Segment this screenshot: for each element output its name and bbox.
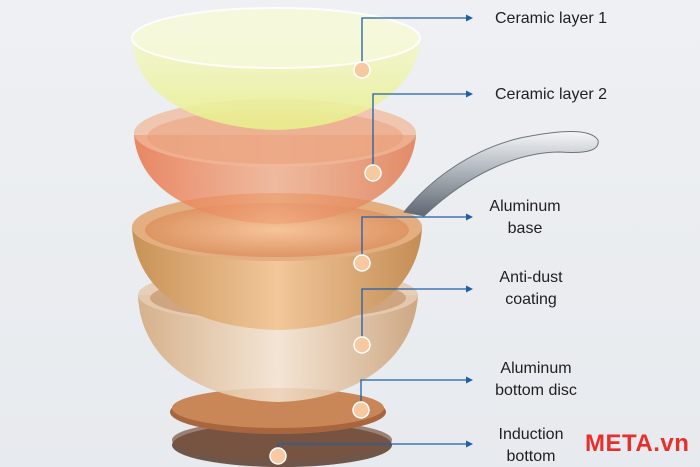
arrow-head-icon	[466, 440, 473, 448]
label-ceramic-layer-2: Ceramic layer 2	[494, 86, 608, 103]
marker-dot	[353, 336, 371, 354]
marker-dot	[353, 61, 371, 79]
label-ceramic-layer-1: Ceramic layer 1	[494, 10, 608, 27]
marker-dot	[269, 447, 287, 465]
arrow-head-icon	[466, 90, 473, 98]
leader-ceramic-layer-1	[353, 14, 473, 79]
marker-dot	[353, 254, 371, 272]
label-anti-dust-coating: Anti-dust coating	[499, 269, 563, 308]
ceramic-layer-1-layer	[131, 7, 421, 130]
marker-dot	[352, 401, 370, 419]
leader-induction-bottom	[269, 440, 473, 465]
arrow-head-icon	[466, 213, 473, 221]
aluminum-bottom-disc-layer	[170, 388, 386, 434]
pan-handle	[403, 131, 599, 217]
leader-aluminum-bottom-disc	[352, 376, 473, 419]
label-aluminum-bottom-disc: Aluminum bottom disc	[495, 360, 577, 399]
watermark-logo: META.vn	[585, 430, 690, 457]
leader-ceramic-layer-2	[364, 90, 473, 182]
arrow-head-icon	[466, 376, 473, 384]
label-aluminum-base: Aluminum base	[489, 198, 561, 237]
label-induction-bottom: Induction bottom	[498, 426, 564, 465]
leader-lines	[269, 14, 473, 465]
arrow-head-icon	[466, 285, 473, 293]
leader-anti-dust-coating	[353, 285, 473, 354]
marker-dot	[364, 164, 382, 182]
arrow-head-icon	[466, 14, 473, 22]
leader-aluminum-base	[353, 213, 473, 272]
